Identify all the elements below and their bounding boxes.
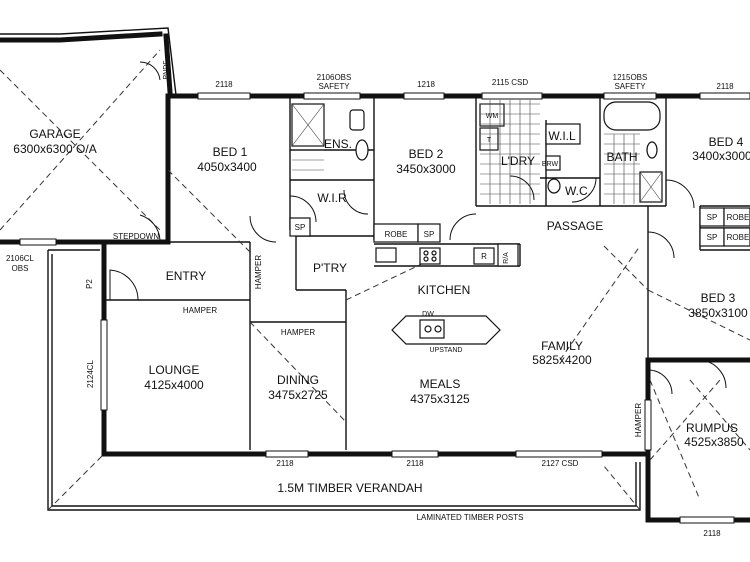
pantry-name: P'TRY [313, 261, 347, 275]
doors [109, 175, 727, 395]
note-dw: DW [422, 311, 434, 318]
note-t: T [487, 137, 492, 144]
family-size: 5825x4200 [532, 353, 592, 367]
kitchen-name: KITCHEN [418, 283, 471, 297]
windows [19, 92, 750, 524]
note-w-bot-1: 2118 [276, 459, 294, 468]
note-r-fridge: R [481, 252, 487, 261]
verandah-name: 1.5M TIMBER VERANDAH [277, 481, 422, 495]
note-sp-bed2: SP [424, 230, 435, 239]
note-w-top-2b: SAFETY [318, 82, 350, 91]
wet-area-fixtures [292, 100, 663, 204]
note-w-top-6: 2118 [716, 82, 734, 91]
note-pndf: PNDF [163, 60, 170, 79]
meals-name: MEALS [420, 377, 461, 391]
note-w-top-4: 2115 CSD [492, 78, 529, 87]
note-brw: BRW [542, 161, 559, 168]
note-wm: WM [486, 113, 499, 120]
dining-size: 3475x2725 [268, 388, 328, 402]
meals-size: 4375x3125 [410, 392, 470, 406]
wil-name: W.I.L [548, 129, 576, 143]
note-w-bot-2: 2118 [406, 459, 424, 468]
note-p2: P2 [85, 279, 94, 289]
note-upstand: UPSTAND [430, 347, 463, 354]
note-w-top-2a: 2106OBS [317, 73, 352, 82]
wir-name: W.I.R [317, 191, 347, 205]
note-r-a: R/A [503, 252, 510, 264]
kitchen-fixtures [375, 243, 519, 345]
bed2-name: BED 2 [409, 147, 444, 161]
note-hamper-lounge: HAMPER [183, 306, 217, 315]
dining-name: DINING [277, 373, 319, 387]
garage-structure [0, 27, 177, 245]
wc-name: W.C. [565, 184, 591, 198]
note-w-bot-3: 2127 CSD [542, 459, 579, 468]
note-hamper-rumpus: HAMPER [634, 403, 643, 437]
note-w-top-1: 2118 [215, 80, 233, 89]
note-stepdown: STEPDOWN [113, 232, 159, 241]
ldry-name: L'DRY [501, 154, 535, 168]
bath-name: BATH [606, 150, 637, 164]
garage-size: 6300x6300 O/A [13, 142, 96, 156]
bed3-name: BED 3 [701, 291, 736, 305]
rumpus-size: 4525x3850 [684, 435, 744, 449]
note-w-lounge: 2124CL [86, 359, 95, 388]
bed4-name: BED 4 [709, 135, 744, 149]
note-sp: SP [295, 223, 306, 232]
bed4-size: 3400x3000 [692, 149, 750, 163]
roof-lines [167, 169, 750, 501]
note-robe-bed4b: ROBE [727, 233, 750, 242]
note-sp-bed4a: SP [707, 213, 718, 222]
entry-name: ENTRY [166, 269, 206, 283]
note-hamper-entry: HAMPER [254, 255, 263, 289]
note-w-left-a: 2106CL [6, 254, 35, 263]
lounge-name: LOUNGE [149, 363, 200, 377]
note-robe: ROBE [385, 230, 408, 239]
verandah-structure [47, 249, 641, 511]
note-w-top-3: 1218 [417, 80, 435, 89]
bed1-name: BED 1 [213, 145, 248, 159]
note-w-top-5b: SAFETY [614, 82, 646, 91]
note-w-left-b: OBS [12, 264, 29, 273]
robes [289, 207, 750, 247]
ens-name: ENS. [324, 137, 352, 151]
bed1-size: 4050x3400 [197, 160, 257, 174]
note-w-top-5a: 1215OBS [613, 73, 648, 82]
note-w-bot-4: 2118 [703, 529, 721, 538]
note-hamper-dining: HAMPER [281, 328, 315, 337]
ensuite-fixtures [291, 103, 369, 161]
bed2-size: 3450x3000 [396, 162, 456, 176]
note-posts: LAMINATED TIMBER POSTS [417, 513, 524, 522]
lounge-size: 4125x4000 [144, 378, 204, 392]
family-name: FAMILY [541, 339, 583, 353]
rumpus-name: RUMPUS [686, 421, 738, 435]
passage-name: PASSAGE [547, 219, 603, 233]
garage-name: GARAGE [29, 127, 80, 141]
note-robe-bed4a: ROBE [727, 213, 750, 222]
note-sp-bed4b: SP [707, 233, 718, 242]
bed3-size: 3850x3100 [688, 306, 748, 320]
